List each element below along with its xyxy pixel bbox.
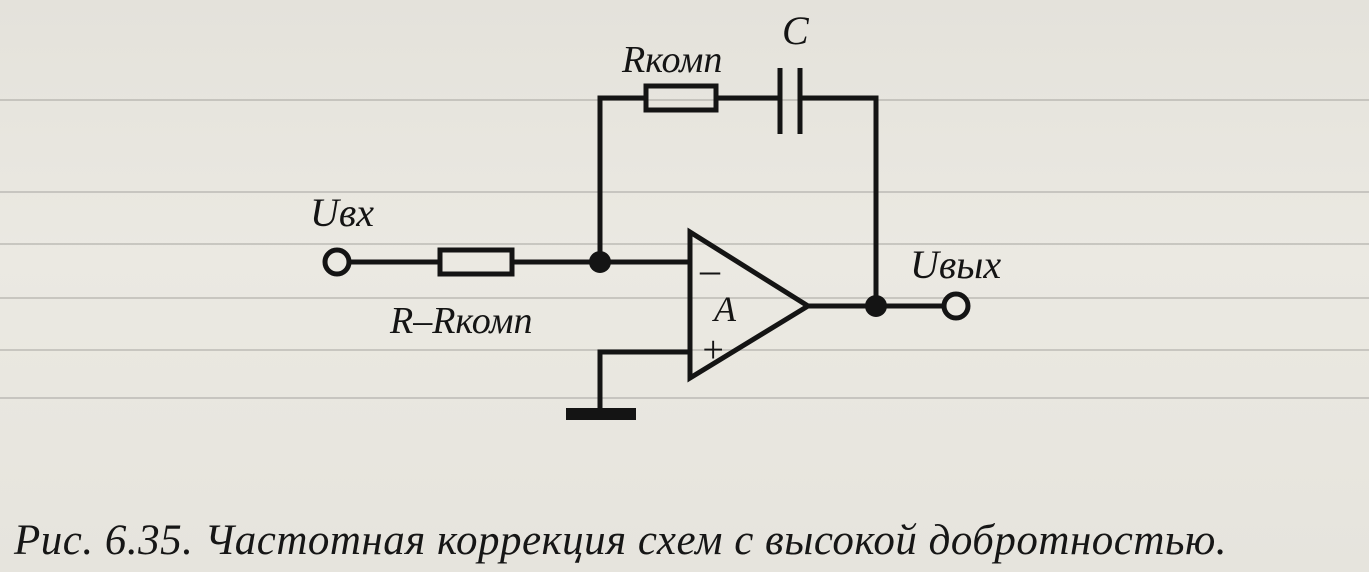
figure-caption: Рис. 6.35. Частотная коррекция схем с вы… <box>14 517 1228 564</box>
input-terminal <box>322 247 352 277</box>
output-label: Uвых <box>910 242 1001 287</box>
noninverting-sign: + <box>700 329 726 371</box>
input-resistor <box>437 247 515 277</box>
output-terminal <box>941 291 971 321</box>
output-node <box>865 295 887 317</box>
feedback-resistor-label: Rкомп <box>621 39 722 81</box>
feedback-resistor <box>643 83 719 113</box>
inverting-sign: – <box>699 247 721 292</box>
amplifier-label: A <box>712 289 737 329</box>
capacitor-label: C <box>782 8 810 53</box>
input-resistor-label: R–Rкомп <box>389 300 533 342</box>
op-amp-triangle <box>687 227 813 383</box>
input-label: Uвх <box>310 190 374 235</box>
